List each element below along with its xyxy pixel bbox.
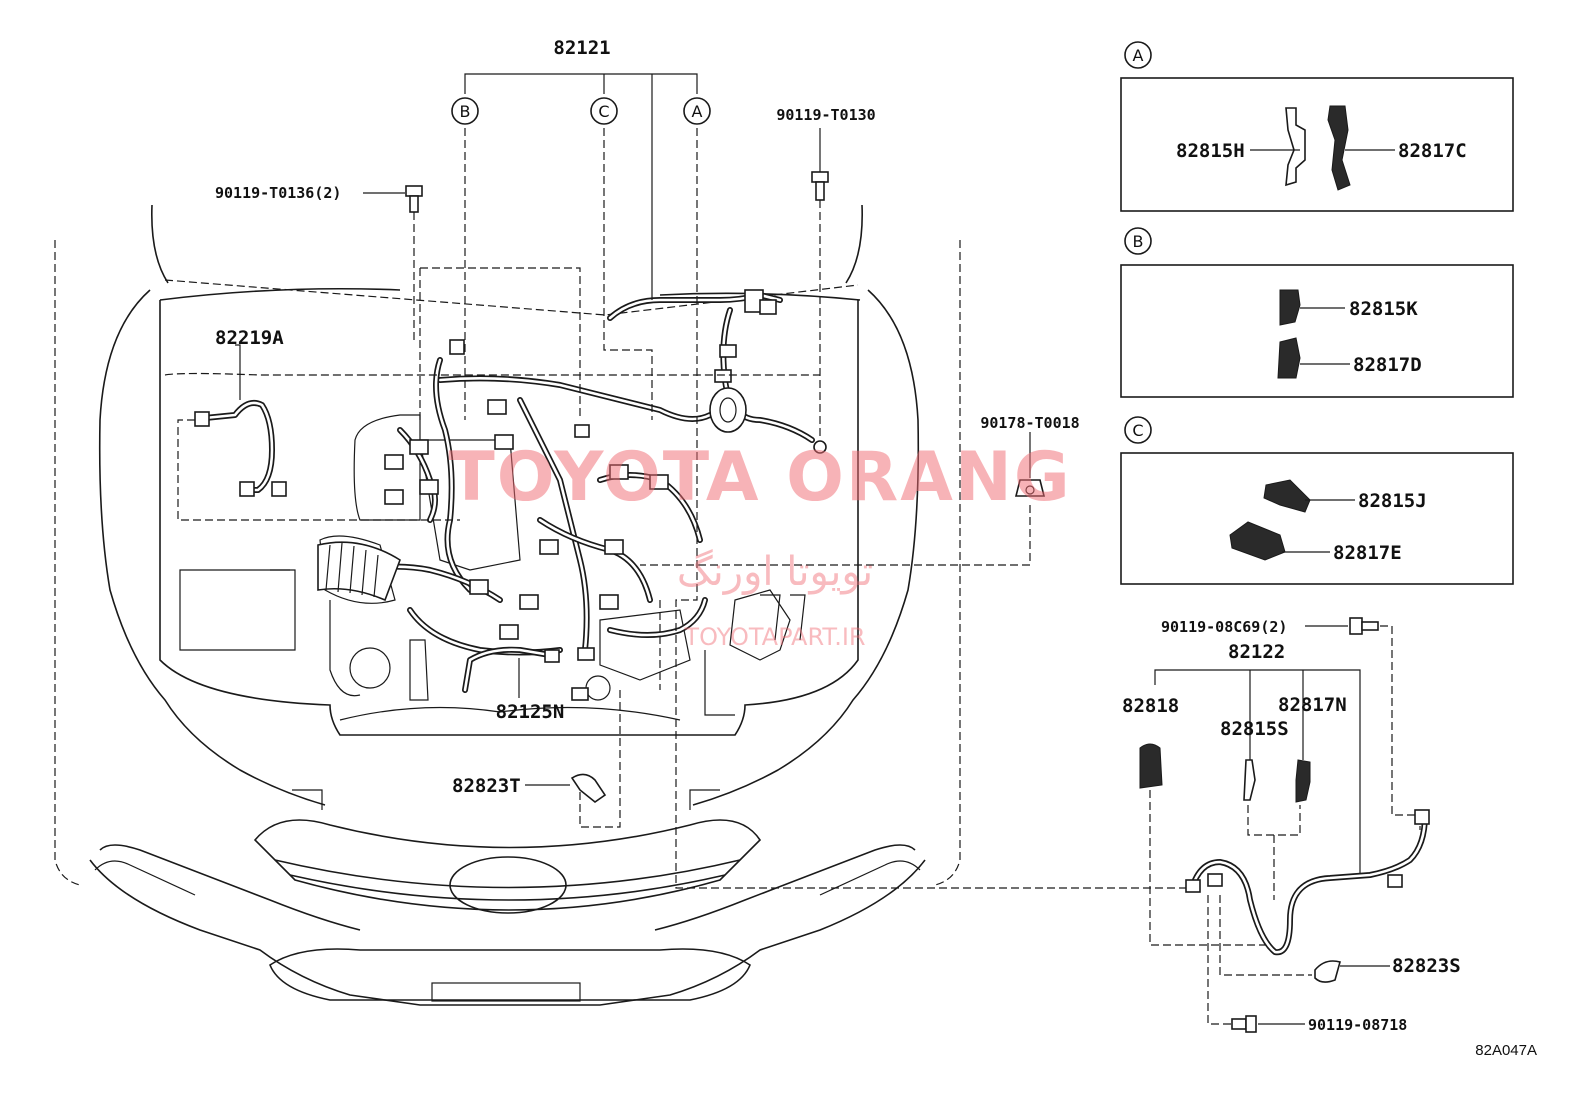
callout-circle-a: A [683, 97, 711, 125]
main-engine-room-harness [317, 289, 827, 701]
label-82815j: 82815J [1358, 490, 1427, 512]
engine-wire-82125n [462, 646, 560, 693]
label-90119-t0130: 90119-T0130 [776, 106, 875, 124]
label-82121: 82121 [553, 37, 610, 59]
vehicle-body-outline [54, 204, 961, 1006]
clamp-82815h-icon [1285, 107, 1306, 187]
clamp-82815j-icon [1263, 479, 1311, 513]
label-82125n: 82125N [496, 701, 565, 723]
label-82815k: 82815K [1349, 298, 1418, 320]
label-82122: 82122 [1228, 641, 1285, 663]
watermark-persian: تویوتا اورنگ [677, 549, 873, 595]
label-90119-08c69: 90119-08C69(2) [1161, 618, 1287, 636]
clamp-82817c-icon [1327, 105, 1351, 191]
bolt-90119-t0130-icon [811, 128, 829, 201]
label-82817d: 82817D [1353, 354, 1422, 376]
svg-text:B: B [1133, 232, 1144, 251]
svg-text:C: C [598, 102, 609, 121]
harness-82122-assembly [1139, 617, 1430, 1033]
label-82818: 82818 [1122, 695, 1179, 717]
clamp-82815s-icon [1243, 759, 1256, 801]
engine-wire-82219a [177, 400, 460, 521]
callout-circle-b: B [451, 97, 479, 125]
clamp-82817n-icon [1295, 759, 1311, 803]
label-90119-08718: 90119-08718 [1308, 1016, 1407, 1034]
label-90119-t0136: 90119-T0136(2) [215, 184, 341, 202]
watermark-site: TOYOTAPART.IR [683, 623, 865, 651]
diagram-code: 82A047A [1475, 1042, 1537, 1059]
label-90178-t0018: 90178-T0018 [980, 414, 1079, 432]
label-82817e: 82817E [1333, 542, 1402, 564]
inset-c: C 82815J 82817E [1120, 416, 1514, 585]
nut-90178-t0018-icon [1014, 432, 1046, 497]
inset-b: B 82815K 82817D [1120, 227, 1514, 398]
label-82817c: 82817C [1398, 140, 1467, 162]
svg-text:C: C [1132, 421, 1143, 440]
clamp-82815k-icon [1279, 289, 1301, 326]
label-82815h: 82815H [1176, 140, 1245, 162]
svg-text:A: A [692, 102, 703, 121]
svg-text:A: A [1133, 46, 1144, 65]
protector-82823s-icon [1314, 960, 1341, 983]
label-82823s: 82823S [1392, 955, 1461, 977]
label-82823t: 82823T [452, 775, 521, 797]
inset-a: A 82815H 82817C [1120, 41, 1514, 212]
label-82815s: 82815S [1220, 718, 1289, 740]
label-82817n: 82817N [1278, 694, 1347, 716]
clamp-82817d-icon [1277, 337, 1301, 379]
connector-82818-icon [1139, 743, 1163, 789]
watermark-brand: TOYOTA ORANG [448, 438, 1071, 517]
svg-text:B: B [460, 102, 471, 121]
main-leader-lines [164, 73, 1200, 889]
bolt-90119-t0136-icon [363, 185, 423, 213]
protector-82823t-icon [525, 773, 607, 803]
callout-circle-c: C [590, 97, 618, 125]
label-82219a: 82219A [215, 327, 284, 349]
